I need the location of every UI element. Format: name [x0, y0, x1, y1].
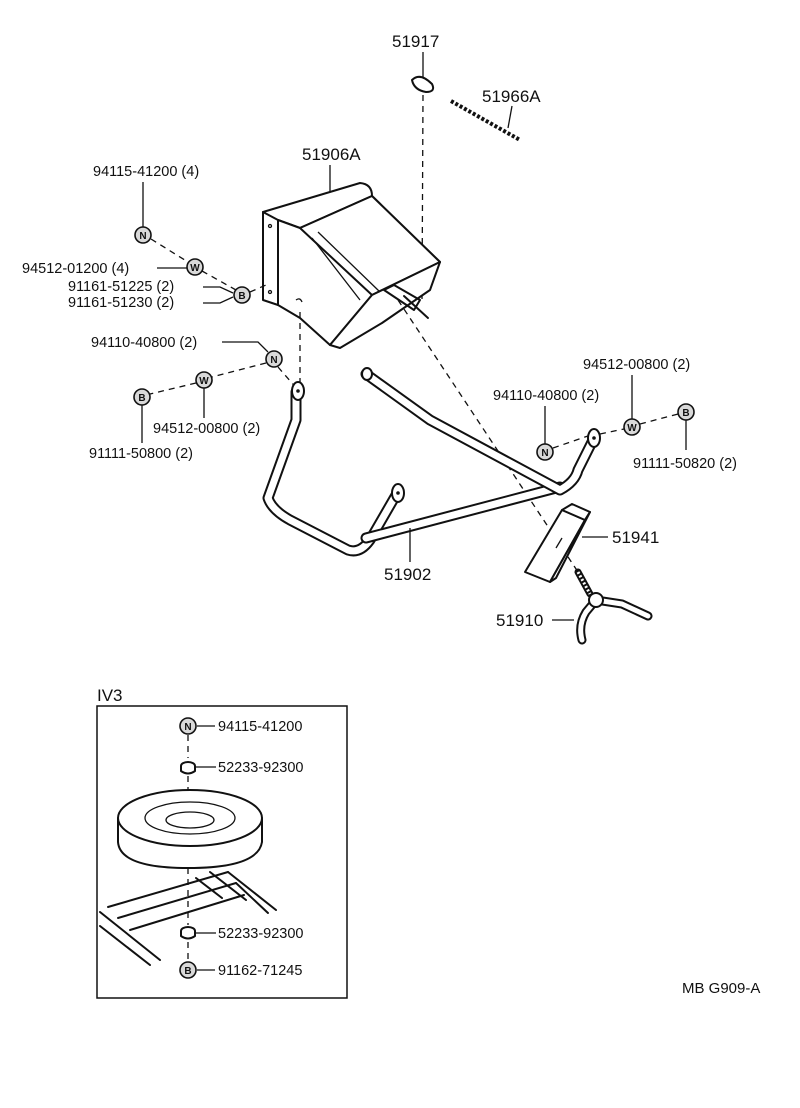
leader-94110-40800-left [222, 341, 269, 353]
part-label-51917: 51917 [392, 32, 439, 51]
washer-icon: W [195, 371, 213, 389]
fastener-label-94512-00800-right: 94512-00800 (2) [583, 357, 690, 373]
carrier-frame-51902-drawing [262, 367, 601, 557]
frame-rails-drawing [99, 871, 277, 966]
svg-text:W: W [190, 263, 200, 274]
nut-icon: N [134, 226, 152, 244]
inset-frame [96, 705, 348, 999]
dashed-bolt-to-box [249, 284, 267, 293]
leader-91161 [203, 286, 234, 304]
inset-label-52233-92300-top: 52233-92300 [218, 760, 303, 776]
dashed-frame-to-washer-right [599, 428, 625, 435]
svg-text:B: B [184, 966, 191, 977]
bolt-icon: B [179, 961, 197, 979]
svg-text:N: N [270, 355, 277, 366]
nut-icon: N [536, 443, 554, 461]
bolt-icon: B [233, 286, 251, 304]
leader-51966a [507, 105, 513, 129]
fastener-label-94110-40800-left: 94110-40800 (2) [91, 335, 197, 351]
part-label-51910: 51910 [496, 611, 543, 630]
svg-text:N: N [184, 722, 191, 733]
washer-icon: W [623, 418, 641, 436]
part-label-51941: 51941 [612, 528, 659, 547]
bolt-icon: B [133, 388, 151, 406]
pin-51966a-drawing [450, 99, 521, 142]
dashed-washer-to-bolt-right [639, 413, 679, 425]
fastener-label-91111-50820: 91111-50820 (2) [633, 456, 737, 472]
fastener-label-91161-51230: 91161-51230 (2) [68, 295, 174, 311]
nut-icon: N [179, 717, 197, 735]
svg-text:W: W [627, 423, 637, 434]
fastener-label-91161-51225: 91161-51225 (2) [68, 279, 174, 295]
spare-tire-drawing [117, 789, 263, 869]
washer-icon: W [186, 258, 204, 276]
part-label-51902: 51902 [384, 565, 431, 584]
inset-label-91162-71245: 91162-71245 [218, 963, 302, 979]
fastener-label-94512-01200: 94512-01200 (4) [22, 261, 129, 277]
svg-text:W: W [199, 376, 209, 387]
bolt-icon: B [677, 403, 695, 421]
inset-label-94115-41200: 94115-41200 [218, 719, 302, 735]
dashed-nut-to-washer-left [211, 362, 267, 378]
dashed-nut-to-washer [150, 238, 189, 263]
svg-text:B: B [138, 393, 145, 404]
cushion-bottom-icon [180, 926, 196, 940]
part-label-51906a: 51906A [302, 145, 361, 164]
dashed-nut-to-frame-right [552, 435, 589, 449]
carrier-box-51906a-drawing [262, 182, 441, 349]
fastener-label-94115-41200: 94115-41200 (4) [93, 164, 199, 180]
fastener-label-94110-40800-right: 94110-40800 (2) [493, 388, 599, 404]
svg-text:B: B [682, 408, 689, 419]
clip-51917-drawing [411, 75, 435, 93]
svg-text:N: N [139, 231, 146, 242]
bracket-51941-drawing [524, 503, 591, 583]
diagram-code: MB G909-A [682, 980, 760, 997]
inset-title: IV3 [97, 686, 123, 705]
cushion-top-icon [180, 761, 196, 775]
svg-text:B: B [238, 291, 245, 302]
dashed-washer-to-bolt-left [149, 382, 197, 395]
fastener-label-94512-00800-left: 94512-00800 (2) [153, 421, 260, 437]
part-label-51966a: 51966A [482, 87, 541, 106]
inset-label-52233-92300-bottom: 52233-92300 [218, 926, 303, 942]
nut-icon: N [265, 350, 283, 368]
svg-text:N: N [541, 448, 548, 459]
fastener-label-91111-50800: 91111-50800 (2) [89, 446, 193, 462]
lock-handle-51910-drawing [574, 568, 653, 645]
